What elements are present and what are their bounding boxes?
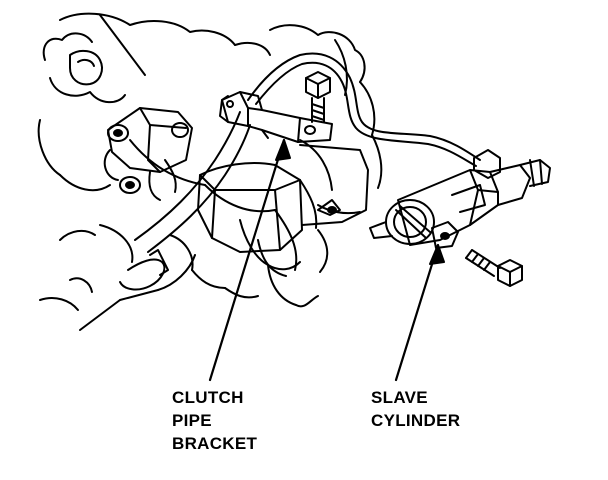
- shift-rod: [79, 249, 196, 331]
- slave-cylinder-label-line-2: CYLINDER: [371, 411, 461, 430]
- clutch-pipe-bracket-label-line-3: BRACKET: [172, 434, 258, 453]
- slave-cylinder-leader: [394, 243, 445, 382]
- clutch-pipe-bracket-label: CLUTCH PIPE BRACKET: [172, 386, 257, 455]
- clutch-pipe-bracket: [219, 91, 333, 143]
- engine-mount-bracket: [103, 107, 193, 201]
- slave-cylinder-label: SLAVE CYLINDER: [371, 386, 460, 432]
- clutch-pipe-bracket-label-line-1: CLUTCH: [172, 388, 244, 407]
- clutch-pipe: [247, 52, 481, 167]
- bracket-bolt: [305, 71, 331, 123]
- clutch-pipe-bracket-leader: [208, 138, 291, 382]
- slave-cylinder-bolt: [465, 249, 523, 287]
- slave-cylinder-label-line-1: SLAVE: [371, 388, 428, 407]
- transmission-case: [197, 144, 369, 253]
- slave-cylinder: [369, 149, 551, 249]
- clutch-pipe-bracket-label-line-2: PIPE: [172, 411, 212, 430]
- clutch-hose: [134, 111, 251, 253]
